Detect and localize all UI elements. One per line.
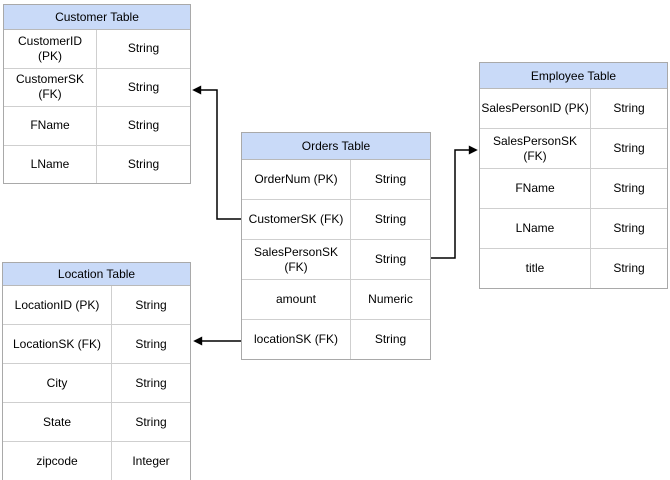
table-row: LocationSK (FK) String [3, 324, 190, 363]
field-cell: locationSK (FK) [253, 332, 339, 346]
table-customer[interactable]: Customer Table CustomerID (PK) String Cu… [3, 4, 191, 184]
table-orders-header: Orders Table [242, 133, 430, 159]
type-cell: String [111, 286, 190, 324]
connector-orders-to-employee[interactable] [431, 145, 478, 259]
field-cell: SalesPersonID (PK) [481, 101, 589, 115]
type-cell: String [350, 240, 430, 279]
type-cell: String [590, 89, 667, 128]
table-row: amount Numeric [242, 279, 430, 319]
field-cell: title [525, 261, 545, 275]
field-cell: amount [275, 292, 317, 306]
type-cell: String [590, 169, 667, 208]
type-cell: String [96, 68, 190, 106]
table-row: CustomerSK (FK) String [4, 67, 190, 106]
table-row: CustomerID (PK) String [4, 29, 190, 68]
field-cell: LName [30, 156, 70, 171]
field-cell: LocationID (PK) [14, 297, 100, 312]
field-cell: SalesPersonSK (FK) [253, 244, 339, 274]
type-cell: Numeric [350, 280, 430, 319]
table-location-header: Location Table [3, 263, 190, 285]
table-row: LName String [4, 144, 190, 183]
field-cell: CustomerSK (FK) [248, 212, 344, 226]
table-location[interactable]: Location Table LocationID (PK) String Lo… [2, 262, 191, 480]
table-row: SalesPersonSK (FK) String [480, 128, 667, 168]
table-employee-header: Employee Table [480, 63, 667, 88]
type-cell: String [350, 200, 430, 239]
field-cell: State [42, 414, 72, 429]
table-orders[interactable]: Orders Table OrderNum (PK) String Custom… [241, 132, 431, 360]
table-row: OrderNum (PK) String [242, 159, 430, 199]
field-cell: LName [515, 221, 555, 235]
table-row: City String [3, 363, 190, 402]
table-customer-header: Customer Table [4, 5, 190, 29]
field-cell: OrderNum (PK) [254, 172, 338, 186]
table-row: zipcode Integer [3, 441, 190, 480]
field-cell: LocationSK (FK) [12, 336, 102, 351]
field-cell: zipcode [36, 453, 78, 468]
field-cell: CustomerID (PK) [17, 33, 82, 63]
type-cell: String [96, 145, 190, 183]
table-row: LName String [480, 208, 667, 248]
type-cell: String [111, 325, 190, 363]
table-row: FName String [4, 106, 190, 145]
type-cell: String [350, 320, 430, 359]
type-cell: String [96, 30, 190, 68]
table-row: SalesPersonSK (FK) String [242, 239, 430, 279]
field-cell: SalesPersonSK (FK) [492, 133, 578, 163]
field-cell: City [46, 375, 68, 390]
type-cell: String [96, 107, 190, 145]
table-row: locationSK (FK) String [242, 319, 430, 359]
field-cell: CustomerSK (FK) [15, 72, 85, 102]
table-row: title String [480, 248, 667, 288]
table-row: CustomerSK (FK) String [242, 199, 430, 239]
type-cell: String [350, 160, 430, 199]
type-cell: String [111, 403, 190, 441]
type-cell: String [590, 129, 667, 168]
field-cell: FName [30, 118, 70, 133]
type-cell: String [590, 209, 667, 248]
table-row: LocationID (PK) String [3, 285, 190, 324]
table-row: State String [3, 402, 190, 441]
table-row: SalesPersonID (PK) String [480, 88, 667, 128]
table-row: FName String [480, 168, 667, 208]
connector-orders-to-customer[interactable] [192, 85, 241, 220]
type-cell: Integer [111, 442, 190, 480]
type-cell: String [590, 249, 667, 288]
table-employee[interactable]: Employee Table SalesPersonID (PK) String… [479, 62, 668, 289]
type-cell: String [111, 364, 190, 402]
field-cell: FName [515, 181, 555, 195]
